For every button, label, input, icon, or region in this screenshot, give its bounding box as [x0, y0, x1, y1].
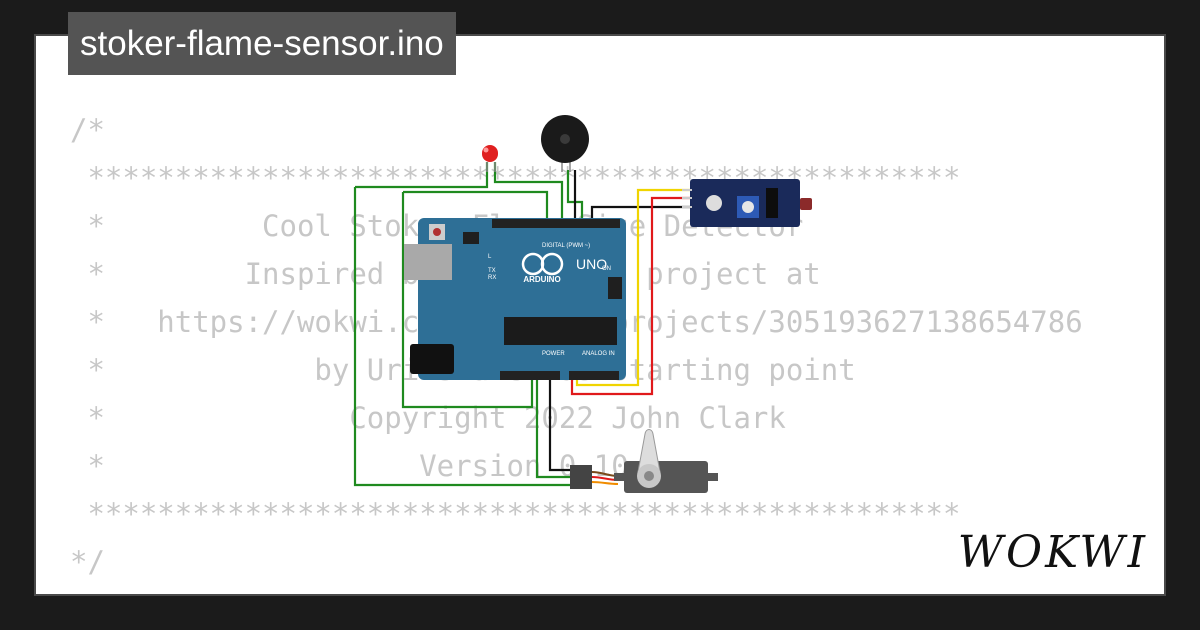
code-line: #include <Servo.h> — [70, 586, 1083, 594]
reset-button-cap — [433, 228, 441, 236]
board-model: UNO — [576, 256, 607, 272]
wire-buzzer-top — [403, 190, 549, 227]
wire-servo-gnd — [548, 370, 577, 472]
code-line: */ — [70, 545, 105, 579]
tx-label: TX — [488, 268, 496, 274]
arduino-uno-board[interactable]: ARDUINO UNO ON DIGITAL (PWM ~) POWER ANA… — [404, 218, 626, 380]
wire-sensor-vcc — [570, 196, 692, 396]
servo-tab — [614, 473, 624, 481]
power-jack — [410, 344, 454, 374]
flame-diode — [800, 198, 812, 210]
wire-servo-signal — [355, 162, 489, 189]
code-line: ****************************************… — [70, 161, 961, 195]
digital-label: DIGITAL (PWM ~) — [542, 243, 590, 249]
wire-servo-signal-left — [353, 187, 577, 487]
power-label: POWER — [542, 351, 565, 357]
l-label: L — [488, 254, 492, 260]
servo-screw — [644, 471, 654, 481]
power-header — [500, 371, 560, 380]
atmega-chip — [504, 317, 617, 345]
led-body — [482, 145, 498, 162]
analog-label: ANALOG IN — [582, 351, 615, 357]
board-logo-text: ARDUINO — [523, 275, 560, 284]
sensor-led-window — [706, 195, 722, 211]
circuit-diagram: ARDUINO UNO ON DIGITAL (PWM ~) POWER ANA… — [353, 115, 812, 494]
analog-header — [569, 371, 619, 380]
servo-body — [624, 461, 708, 493]
wire-gnd-servo — [535, 370, 577, 479]
file-title: stoker-flame-sensor.ino — [68, 12, 456, 75]
usb-connector — [404, 244, 452, 280]
digital-header — [492, 219, 620, 228]
rx-label: RX — [488, 275, 496, 281]
wire-buzzer — [401, 192, 534, 409]
icsp-header — [463, 232, 479, 244]
servo-wire-orange — [591, 481, 619, 485]
wokwi-logo: WOKWI — [957, 527, 1148, 578]
flame-sensor-module[interactable] — [682, 179, 812, 227]
code-background: /* *************************************… — [70, 106, 1083, 594]
servo-connector — [570, 465, 592, 489]
potentiometer-knob — [742, 201, 754, 213]
arduino-infinity-icon — [540, 252, 564, 276]
servo-motor[interactable] — [570, 429, 718, 494]
code-line: * Copyright 2022 John Clark — [70, 401, 786, 435]
red-led[interactable] — [482, 145, 498, 172]
wire-led — [493, 162, 564, 227]
board-on-label: ON — [602, 266, 611, 272]
preview-card: /* *************************************… — [34, 34, 1166, 596]
sensor-chip — [766, 188, 778, 218]
code-line: ****************************************… — [70, 497, 961, 531]
icsp-header-right — [608, 277, 622, 299]
code-line: /* — [70, 113, 105, 147]
code-line: * Version 0.10 — [70, 449, 629, 483]
led-highlight — [483, 147, 489, 153]
buzzer[interactable] — [541, 115, 589, 172]
servo-horn — [637, 429, 661, 473]
servo-tab — [708, 473, 718, 481]
buzzer-hole — [560, 134, 570, 144]
